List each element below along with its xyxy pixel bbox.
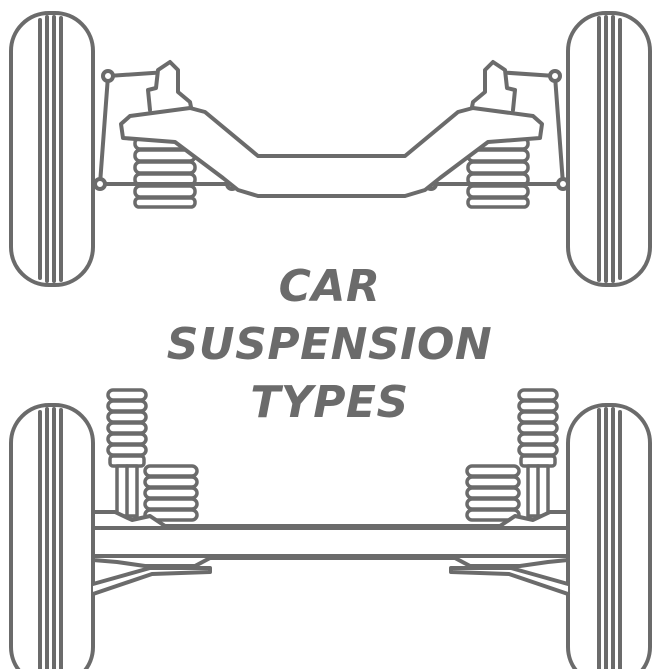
title-line-2: SUSPENSION xyxy=(166,319,493,370)
right-top-wheel xyxy=(566,11,652,287)
top-subframe xyxy=(119,106,544,198)
title-line-1: CAR xyxy=(278,261,381,312)
rigid-axle-suspension xyxy=(9,388,652,669)
left-top-wheel xyxy=(9,11,95,287)
independent-front-suspension xyxy=(9,11,652,287)
right-bottom-lower-spring xyxy=(465,464,521,522)
diagram-title: CAR SUSPENSION TYPES xyxy=(0,258,659,432)
right-bottom-upper-spring xyxy=(517,388,559,518)
title-line-3: TYPES xyxy=(250,377,409,428)
left-top-linkage xyxy=(93,60,239,191)
left-bottom-wheel xyxy=(9,403,95,669)
left-bottom-upper-spring xyxy=(106,388,148,518)
left-bottom-lower-spring xyxy=(143,464,199,522)
right-bottom-wheel xyxy=(566,403,652,669)
bottom-trailing-arms xyxy=(91,566,570,596)
